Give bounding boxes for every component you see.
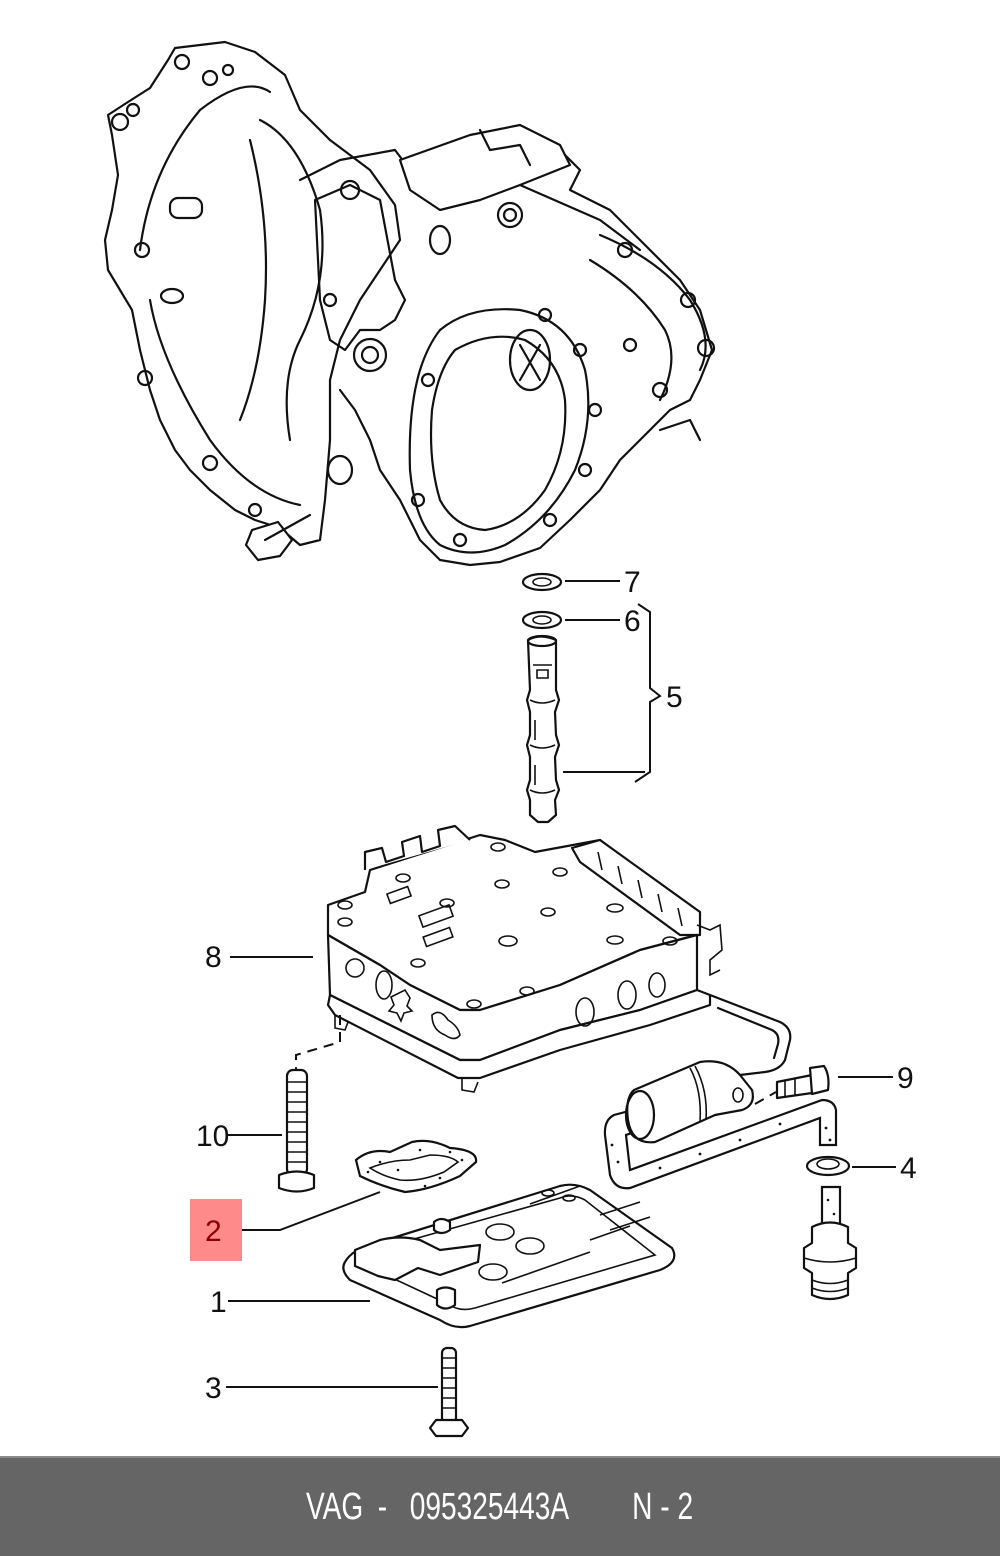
callout-3[interactable]: 3 [205, 1372, 222, 1405]
leader-lines [226, 580, 896, 1388]
wiring-harness-icon [603, 993, 838, 1190]
part-number: 095325443A [410, 1485, 570, 1528]
callout-2[interactable]: 2 [205, 1215, 222, 1248]
brand-label: VAG [306, 1485, 364, 1528]
transmission-housing-icon [103, 40, 716, 567]
screw-icon [754, 1064, 830, 1105]
solenoid-cylinder-icon [624, 1060, 754, 1144]
parts-diagram: 7 6 5 8 9 10 4 2 1 3 [103, 40, 917, 1438]
gasket-icon [354, 1139, 478, 1194]
highlight-box [190, 1199, 242, 1261]
valve-body-icon [326, 824, 723, 1093]
callout-7[interactable]: 7 [624, 566, 641, 599]
alignment-line [295, 1015, 341, 1072]
bolt-icon [428, 1346, 470, 1438]
position-label: N - 2 [632, 1485, 694, 1528]
bolt-icon [277, 1068, 316, 1193]
callout-8[interactable]: 8 [205, 941, 222, 974]
sensor-icon [802, 1185, 858, 1301]
callout-6[interactable]: 6 [624, 605, 641, 638]
part-number-text: VAG - 095325443A N - 2 [302, 1486, 699, 1529]
washer-icon [521, 572, 563, 630]
callout-5[interactable]: 5 [666, 681, 683, 714]
solenoid-valve-icon [525, 634, 561, 824]
separator: - [378, 1485, 388, 1528]
callout-1[interactable]: 1 [210, 1286, 227, 1319]
part-number-footer: VAG - 095325443A N - 2 [0, 1456, 1000, 1556]
callout-4[interactable]: 4 [900, 1152, 917, 1185]
seal-ring-icon [805, 1155, 851, 1177]
filter-icon [342, 1183, 676, 1329]
callout-10[interactable]: 10 [196, 1120, 229, 1153]
callout-9[interactable]: 9 [897, 1062, 914, 1095]
